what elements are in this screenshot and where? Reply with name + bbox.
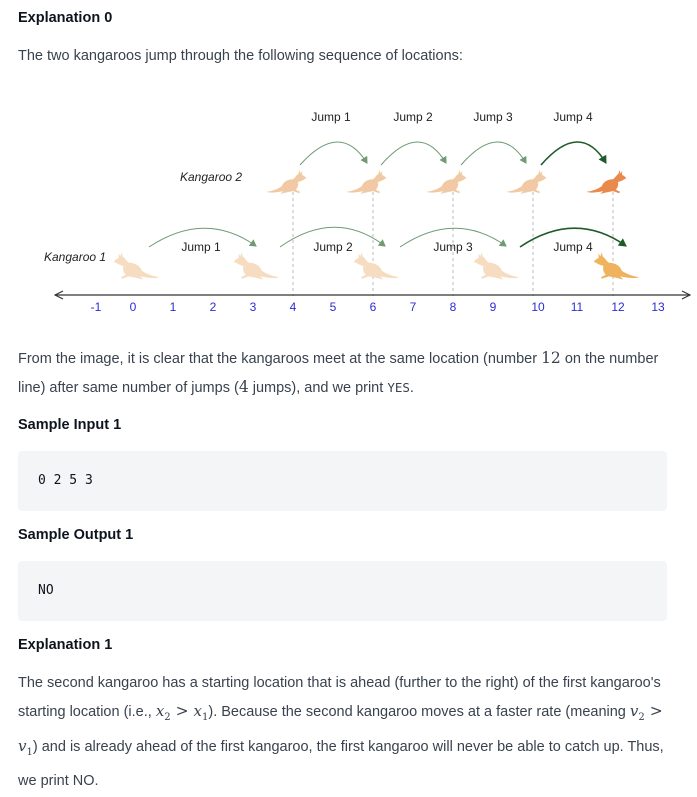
tick-label: 12 — [611, 300, 625, 314]
math-v2-sub: 2 — [638, 711, 645, 723]
meet-code-yes: YES — [387, 380, 410, 395]
tick-label: 2 — [210, 300, 217, 314]
top-jump-label: Jump 2 — [393, 110, 433, 124]
explanation-0-intro: The two kangaroos jump through the follo… — [18, 48, 463, 64]
explanation-1-text: The second kangaroo has a starting locat… — [18, 669, 669, 795]
explanation-1-part3: ) and is already ahead of the first kang… — [18, 738, 664, 789]
bottom-jump-label: Jump 1 — [181, 240, 221, 254]
kangaroo-1-figures — [113, 252, 640, 280]
kangaroo-1-jump-arcs — [148, 226, 627, 248]
kangaroo-1-label: Kangaroo 1 — [44, 250, 106, 264]
meet-jumps: 4 — [238, 378, 249, 396]
tick-label: 3 — [250, 300, 257, 314]
meet-number: 12 — [541, 349, 561, 367]
tick-label: 11 — [571, 300, 584, 314]
top-jump-label: Jump 4 — [553, 110, 593, 124]
sample-input-1-heading: Sample Input 1 — [18, 417, 122, 433]
meet-text-part2: on the number line) after same number of… — [18, 351, 659, 396]
math-x2: x — [155, 702, 165, 720]
explanation-1-heading: Explanation 1 — [18, 637, 113, 653]
top-jump-label: Jump 1 — [311, 110, 351, 124]
bottom-jump-labels: Jump 1 Jump 2 Jump 3 Jump 4 — [181, 240, 593, 254]
math-v1-sub: 1 — [26, 746, 33, 758]
tick-label: 13 — [651, 300, 665, 314]
explanation-1-part1: The second kangaroo has a starting locat… — [18, 675, 661, 720]
tick-label: 9 — [490, 300, 497, 314]
bottom-jump-label: Jump 2 — [313, 240, 353, 254]
meet-text-part3: jumps), and we print — [248, 380, 388, 396]
tick-label: 10 — [531, 300, 545, 314]
dashed-guide-lines — [292, 192, 614, 296]
meet-paragraph: From the image, it is clear that the kan… — [18, 344, 669, 402]
math-v1: v — [18, 736, 27, 755]
math-v2: v — [629, 702, 639, 720]
tick-label: 5 — [330, 300, 337, 314]
tick-label: 6 — [370, 300, 377, 314]
top-jump-labels: Jump 1 Jump 2 Jump 3 Jump 4 — [311, 110, 593, 124]
explanation-1-part2: ). Because the second kangaroo moves at … — [208, 704, 630, 720]
kangaroo-2-label: Kangaroo 2 — [180, 170, 242, 184]
math-gt-1: > — [170, 702, 194, 720]
sample-output-1-code: NO — [18, 561, 667, 621]
bottom-jump-label: Jump 3 — [433, 240, 473, 254]
tick-label: 0 — [130, 300, 137, 314]
bottom-jump-label: Jump 4 — [553, 240, 593, 254]
math-x2-sub: 2 — [164, 711, 171, 723]
top-jump-label: Jump 3 — [473, 110, 513, 124]
tick-label: 7 — [410, 300, 417, 314]
sample-input-1-code: 0 2 5 3 — [18, 451, 667, 511]
tick-labels: -1 0 1 2 3 4 5 6 7 8 9 10 11 12 13 — [91, 300, 665, 314]
math-gt-2: > — [644, 702, 663, 720]
math-x1: x — [193, 702, 202, 720]
meet-text-part1: From the image, it is clear that the kan… — [18, 351, 542, 367]
kangaroo-2-figures — [266, 170, 627, 194]
tick-label: 1 — [170, 300, 177, 314]
tick-label: 4 — [290, 300, 297, 314]
kangaroo-number-line-diagram: -1 0 1 2 3 4 5 6 7 8 9 10 11 12 13 Kanga… — [44, 110, 697, 314]
tick-label: -1 — [91, 300, 102, 314]
kangaroo-2-jump-arcs — [299, 141, 607, 166]
sample-output-1-heading: Sample Output 1 — [18, 527, 134, 543]
explanation-0-heading: Explanation 0 — [18, 10, 113, 26]
tick-label: 8 — [450, 300, 457, 314]
math-x1-sub: 1 — [201, 711, 209, 723]
meet-text-part4: . — [409, 380, 414, 396]
